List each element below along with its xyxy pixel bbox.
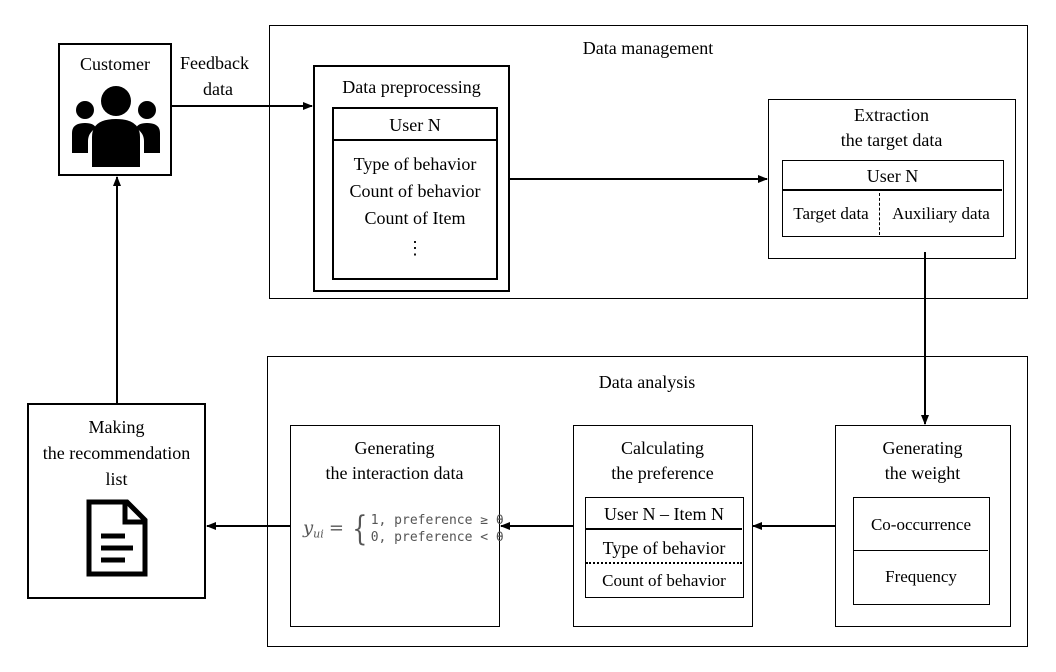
preference-title-line1: Calculating <box>621 438 704 458</box>
preference-type-of-behavior: Type of behavior <box>586 532 742 564</box>
preference-count-of-behavior: Count of behavior <box>602 571 726 590</box>
extraction-header: User N <box>783 161 1002 191</box>
extraction-table: User N Target data Auxiliary data <box>782 160 1004 237</box>
weight-title-line2: the weight <box>884 463 961 483</box>
interaction-title-line2: the interaction data <box>325 463 464 483</box>
extraction-box: Extraction the target data User N Target… <box>768 99 1016 259</box>
preference-title-line2: the preference <box>611 463 714 483</box>
preprocessing-item-type: Type of behavior <box>353 154 477 174</box>
people-group-icon <box>72 86 160 167</box>
weight-frequency: Frequency <box>885 567 957 586</box>
preprocessing-title: Data preprocessing <box>342 77 481 97</box>
formula-case-1: 1, preference ≥ θ <box>370 513 504 528</box>
weight-co-occurrence: Co-occurrence <box>854 498 988 551</box>
weight-table: Co-occurrence Frequency <box>853 497 990 605</box>
interaction-title-line1: Generating <box>354 438 435 458</box>
data-preprocessing-box: Data preprocessing User N Type of behavi… <box>313 65 510 292</box>
generating-weight-box: Generating the weight Co-occurrence Freq… <box>835 425 1011 627</box>
preference-header: User N – Item N <box>586 498 742 530</box>
formula-cases: 1, preference ≥ θ 0, preference < θ <box>371 512 504 546</box>
feedback-label-line2: data <box>203 79 233 99</box>
recommendation-title-line2: the recommendation <box>42 443 191 463</box>
preprocessing-item-ellipsis: ⋮ <box>406 238 424 258</box>
formula-subscript: ui <box>313 527 324 541</box>
extraction-target-data: Target data <box>783 193 880 235</box>
recommendation-box: Making the recommendation list <box>27 403 206 599</box>
generating-interaction-box: Generating the interaction data yui = { … <box>290 425 504 627</box>
preprocessing-item-count-behavior: Count of behavior <box>349 181 481 201</box>
formula-lhs: y <box>303 517 314 539</box>
formula-brace: { <box>352 509 368 549</box>
customer-label: Customer <box>80 54 150 74</box>
data-management-title: Data management <box>582 38 714 58</box>
data-analysis-title: Data analysis <box>598 372 696 392</box>
weight-title-line1: Generating <box>882 438 963 458</box>
recommendation-title-line1: Making <box>88 417 145 437</box>
formula-equals: = <box>328 517 344 539</box>
recommendation-title-line3: list <box>105 469 128 489</box>
customer-box: Customer <box>58 43 172 176</box>
preprocessing-item-count-item: Count of Item <box>364 208 466 228</box>
preprocessing-table: User N Type of behavior Count of behavio… <box>332 107 498 280</box>
formula-case-2: 0, preference < θ <box>370 530 504 545</box>
extraction-title-line1: Extraction <box>854 105 929 125</box>
document-icon <box>86 499 148 577</box>
interaction-formula: yui = { 1, preference ≥ θ 0, preference … <box>303 512 504 546</box>
feedback-label-line1: Feedback <box>180 53 249 73</box>
calculating-preference-box: Calculating the preference User N – Item… <box>573 425 753 627</box>
extraction-auxiliary-data: Auxiliary data <box>892 204 990 223</box>
extraction-title-line2: the target data <box>840 130 943 150</box>
preference-table: User N – Item N Type of behavior Count o… <box>585 497 744 598</box>
preprocessing-header: User N <box>334 109 496 141</box>
